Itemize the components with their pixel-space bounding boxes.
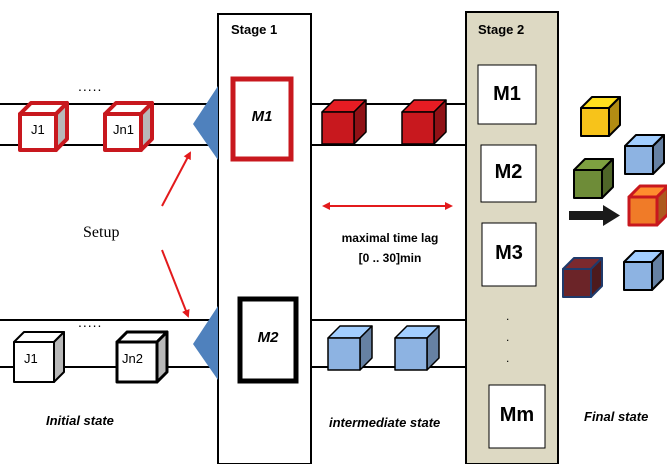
job-cube-mid-red-2 [401,99,447,145]
setup-arrow-up [161,151,191,207]
stage1-machine-m2 [237,296,299,384]
stage2-m3-label: M3 [495,242,523,264]
initial-state-label: Initial state [46,413,114,428]
stage2-mm-label: Mm [499,404,535,426]
stage2-machine-m1 [477,64,537,125]
stage1-title: Stage 1 [231,22,278,37]
job-cube-final-blue-1 [624,134,665,175]
setup-label: Setup [83,224,120,241]
job-cube-mid-blue-1 [327,325,373,371]
stage1-m1-label: M1 [251,108,273,125]
job-cube-mid-red-1 [321,99,367,145]
job-cube-mid-blue-2 [394,325,440,371]
stage2-machine-m2 [480,144,537,203]
time-lag-range: [0 .. 30]min [358,251,422,265]
top-queue-first-job: J1 [31,122,45,137]
job-cube-final-blue-2 [623,250,664,291]
stage2-m2-label: M2 [494,161,523,183]
job-cube-final-green [573,158,614,199]
job-cube-top-j1 [18,101,69,152]
output-arrow [569,205,620,226]
stage2-ellipsis: . . . [506,309,510,365]
bottom-queue-ellipsis: ..... [78,314,103,330]
stage2-machine-mm [488,384,546,449]
bottom-queue-last-job: Jn2 [122,351,143,366]
stage2-m1-label: M1 [493,83,521,105]
final-state-label: Final state [584,409,649,424]
time-lag-label: maximal time lag [341,231,439,245]
feeder-arrow-top [193,86,218,160]
intermediate-state-label: intermediate state [329,415,441,430]
job-cube-top-jn1 [103,101,154,152]
job-cube-final-yellow [580,96,621,137]
job-cube-final-darkred [562,257,603,298]
setup-arrow-down [161,249,190,318]
stage2-machine-m3 [481,222,537,287]
stage1-m2-label: M2 [257,329,279,346]
job-cubes [13,96,667,384]
feeder-arrow-bottom [193,306,218,380]
job-cube-bottom-jn2 [115,330,169,384]
stage1-machine-m1 [230,76,294,162]
job-cube-final-orange [627,184,667,227]
stage2-title: Stage 2 [478,22,525,37]
top-queue-ellipsis: ..... [78,78,103,94]
bottom-queue-first-job: J1 [24,351,38,366]
top-queue-last-job: Jn1 [113,122,134,137]
job-cube-bottom-j1 [13,331,65,383]
